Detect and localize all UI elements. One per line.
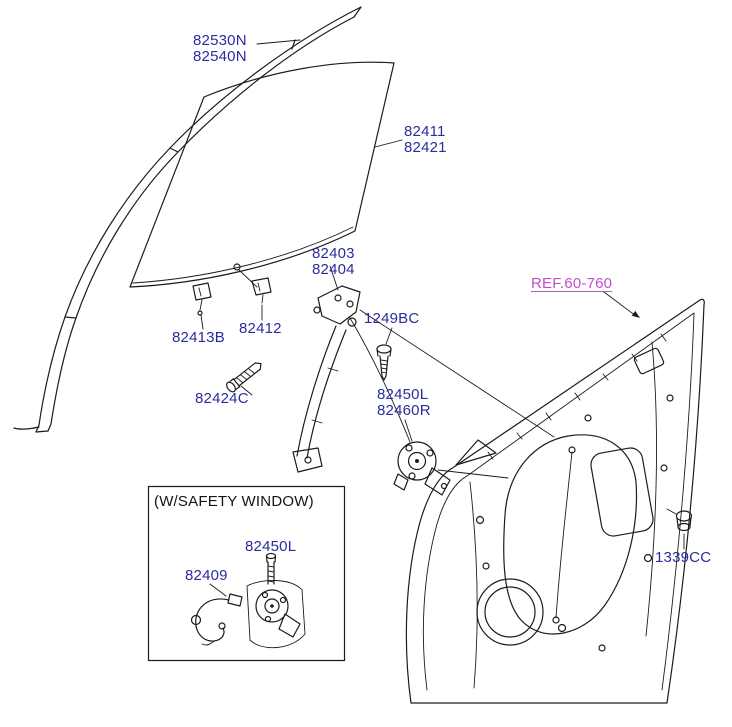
motor-assembly-art xyxy=(393,419,451,496)
clip-82413b-art xyxy=(192,282,212,330)
leader-lines xyxy=(256,39,555,479)
ref-60-760-link[interactable]: REF.60-760 xyxy=(531,275,613,292)
part-label-82403: 82403 xyxy=(312,245,355,262)
part-label-82421: 82421 xyxy=(404,139,447,156)
part-label-82530n: 82530N xyxy=(193,32,247,49)
part-label-82404: 82404 xyxy=(312,261,355,278)
part-label-82540n: 82540N xyxy=(193,48,247,65)
part-label-82412: 82412 xyxy=(239,320,282,337)
part-label-82424c: 82424C xyxy=(195,390,249,407)
part-label-82413b: 82413B xyxy=(172,329,225,346)
clip-82412-art xyxy=(251,277,272,321)
part-label-82460r: 82460R xyxy=(377,402,431,419)
part-label-1339cc: 1339CC xyxy=(655,549,712,566)
window-run-channel-art xyxy=(13,6,362,433)
part-label-82409: 82409 xyxy=(185,567,228,584)
door-glass-art xyxy=(129,61,395,288)
part-label-82411: 82411 xyxy=(404,123,446,140)
part-label-82450l-safety: 82450L xyxy=(245,538,297,555)
ref-arrow xyxy=(603,291,640,318)
regulator-assembly-art xyxy=(292,265,411,473)
bolt-82424c-art xyxy=(226,362,262,396)
safety-window-box-title: (W/SAFETY WINDOW) xyxy=(154,493,314,510)
safety-window-box xyxy=(147,485,346,662)
part-label-1249bc: 1249BC xyxy=(364,310,420,327)
grommet-1339cc-art xyxy=(666,508,693,550)
part-label-82450l: 82450L xyxy=(377,386,429,403)
door-panel-art xyxy=(405,298,705,704)
